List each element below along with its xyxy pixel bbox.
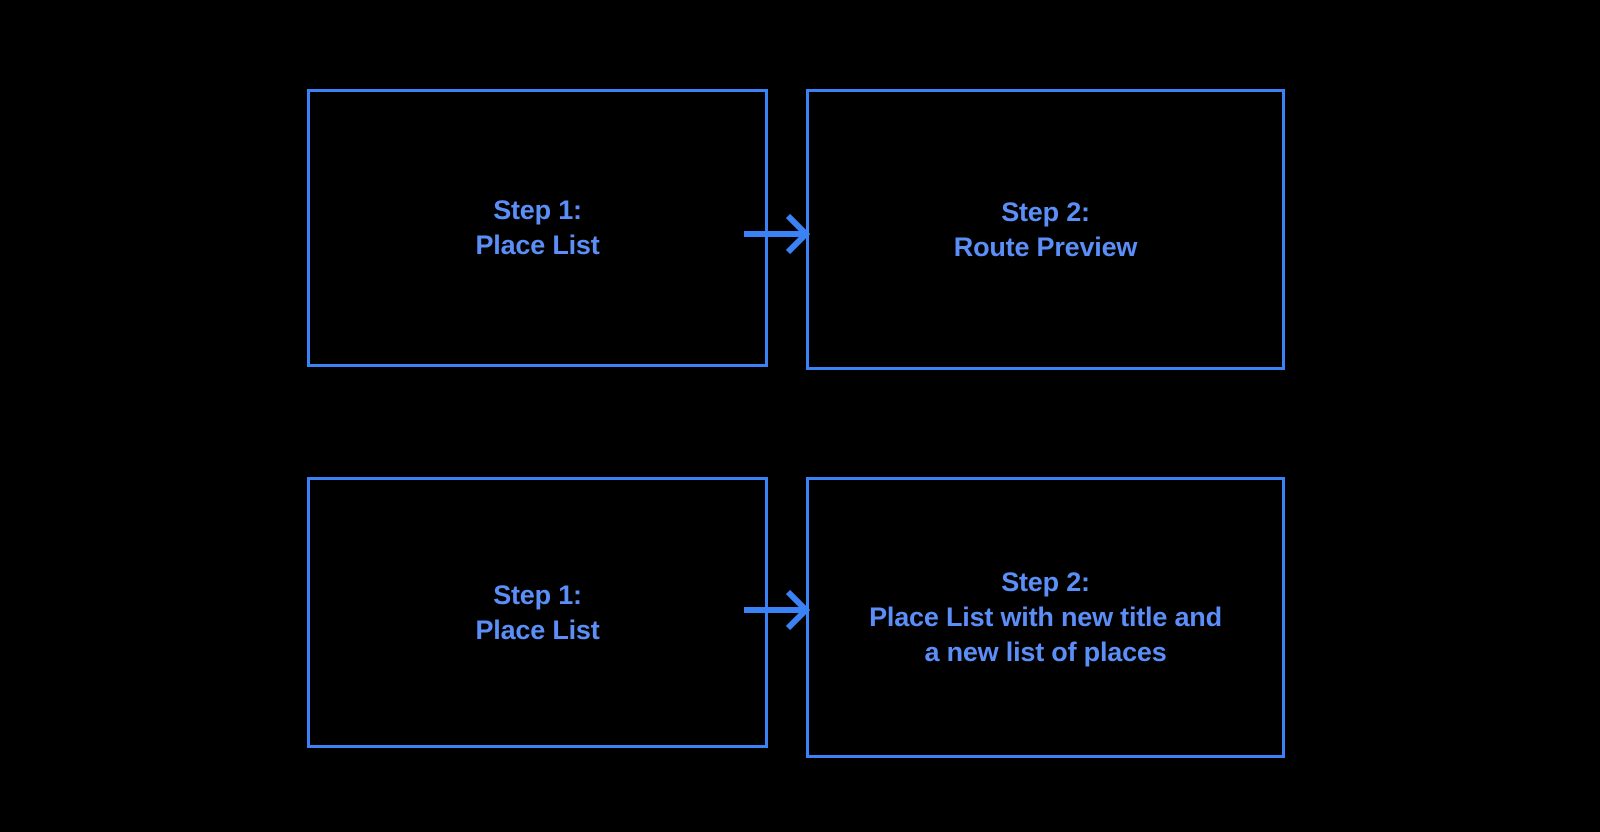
arrow-right-svg (744, 213, 811, 255)
flow-box-step-1-place-list-top[interactable]: Step 1: Place List (307, 89, 768, 367)
flow-box-step-2-route-preview[interactable]: Step 2: Route Preview (806, 89, 1285, 370)
flow-box-label: Step 1: Place List (475, 195, 600, 260)
flow-box-step-2-new-place-list[interactable]: Step 2: Place List with new title and a … (806, 477, 1285, 758)
arrow-right-svg (744, 589, 811, 631)
flow-box-label: Step 1: Place List (475, 579, 600, 645)
arrow-right-icon (744, 212, 811, 256)
flow-box-step-1-place-list-bottom[interactable]: Step 1: Place List (307, 477, 768, 748)
arrow-right-icon (744, 588, 811, 632)
flow-box-label: Step 2: Route Preview (953, 196, 1138, 262)
flow-box-label: Step 2: Place List with new title and a … (869, 567, 1222, 667)
